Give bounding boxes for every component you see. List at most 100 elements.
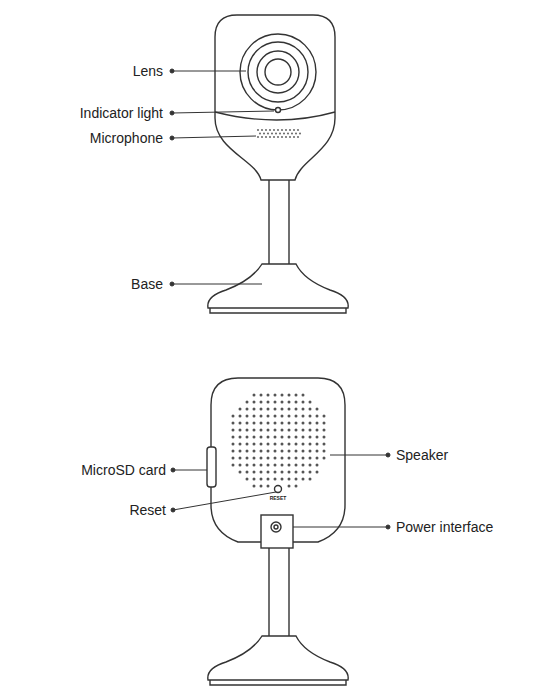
speaker-hole bbox=[309, 429, 312, 432]
speaker-hole bbox=[274, 415, 277, 418]
speaker-hole bbox=[246, 471, 249, 474]
speaker-hole bbox=[295, 478, 298, 481]
speaker-hole bbox=[295, 471, 298, 474]
speaker-hole bbox=[239, 443, 242, 446]
speaker-hole bbox=[267, 457, 270, 460]
mic-hole bbox=[281, 129, 283, 131]
speaker-hole bbox=[309, 450, 312, 453]
speaker-hole bbox=[288, 429, 291, 432]
mic-hole bbox=[279, 133, 281, 135]
speaker-hole bbox=[274, 394, 277, 397]
speaker-hole bbox=[246, 457, 249, 460]
mic-hole bbox=[267, 133, 269, 135]
speaker-hole bbox=[309, 422, 312, 425]
speaker-hole bbox=[232, 450, 235, 453]
leader-line bbox=[173, 470, 207, 471]
speaker-hole bbox=[309, 415, 312, 418]
speaker-hole bbox=[302, 436, 305, 439]
speaker-hole bbox=[281, 422, 284, 425]
speaker-hole bbox=[295, 464, 298, 467]
speaker-hole bbox=[274, 464, 277, 467]
leader-line bbox=[172, 136, 256, 138]
base-foot bbox=[210, 680, 346, 685]
speaker-hole bbox=[302, 457, 305, 460]
speaker-hole bbox=[253, 457, 256, 460]
speaker-hole bbox=[253, 436, 256, 439]
mic-hole bbox=[293, 136, 295, 138]
face-edge bbox=[215, 112, 335, 120]
speaker-hole bbox=[295, 429, 298, 432]
speaker-hole bbox=[239, 436, 242, 439]
speaker-hole bbox=[288, 457, 291, 460]
speaker-hole bbox=[232, 464, 235, 467]
speaker-hole bbox=[316, 443, 319, 446]
speaker-hole bbox=[316, 457, 319, 460]
speaker-hole bbox=[288, 478, 291, 481]
leader-line bbox=[330, 455, 388, 456]
leader-dot bbox=[386, 453, 390, 457]
speaker-hole bbox=[274, 450, 277, 453]
speaker-hole bbox=[288, 401, 291, 404]
mic-hole bbox=[273, 136, 275, 138]
leader-dot bbox=[171, 468, 175, 472]
speaker-hole bbox=[302, 429, 305, 432]
camera-stem bbox=[269, 545, 289, 639]
speaker-hole bbox=[309, 443, 312, 446]
mic-hole bbox=[261, 129, 263, 131]
mic-hole bbox=[289, 129, 291, 131]
speaker-hole bbox=[274, 429, 277, 432]
speaker-hole bbox=[302, 415, 305, 418]
speaker-hole bbox=[323, 450, 326, 453]
speaker-hole bbox=[288, 443, 291, 446]
speaker-hole bbox=[309, 457, 312, 460]
mic-hole bbox=[285, 129, 287, 131]
speaker-hole bbox=[260, 450, 263, 453]
speaker-hole bbox=[281, 429, 284, 432]
mic-hole bbox=[261, 136, 263, 138]
speaker-hole bbox=[267, 450, 270, 453]
speaker-hole bbox=[239, 464, 242, 467]
speaker-hole bbox=[295, 485, 298, 488]
mic-hole bbox=[297, 136, 299, 138]
speaker-hole bbox=[309, 478, 312, 481]
speaker-hole bbox=[246, 422, 249, 425]
leader-line bbox=[172, 284, 262, 285]
microsd-slot bbox=[207, 447, 216, 487]
mic-hole bbox=[269, 136, 271, 138]
speaker-hole bbox=[260, 429, 263, 432]
mic-hole bbox=[289, 136, 291, 138]
speaker-hole bbox=[288, 436, 291, 439]
speaker-hole bbox=[253, 478, 256, 481]
speaker-hole bbox=[253, 443, 256, 446]
speaker-hole bbox=[253, 450, 256, 453]
reset-hole bbox=[275, 486, 282, 493]
camera-stem bbox=[269, 176, 289, 268]
mic-hole bbox=[297, 129, 299, 131]
leader-line bbox=[172, 71, 246, 72]
speaker-hole bbox=[288, 485, 291, 488]
mic-hole bbox=[291, 133, 293, 135]
speaker-hole bbox=[260, 394, 263, 397]
mic-hole bbox=[295, 133, 297, 135]
base-foot bbox=[210, 308, 346, 313]
speaker-hole bbox=[288, 471, 291, 474]
mic-hole bbox=[285, 136, 287, 138]
speaker-hole bbox=[281, 457, 284, 460]
speaker-hole bbox=[246, 408, 249, 411]
speaker-hole bbox=[260, 464, 263, 467]
speaker-hole bbox=[281, 401, 284, 404]
speaker-hole bbox=[239, 471, 242, 474]
speaker-hole bbox=[267, 422, 270, 425]
speaker-hole bbox=[274, 408, 277, 411]
speaker-hole bbox=[267, 401, 270, 404]
speaker-hole bbox=[316, 464, 319, 467]
mic-hole bbox=[277, 136, 279, 138]
speaker-hole bbox=[288, 408, 291, 411]
leader-dot bbox=[170, 111, 174, 115]
leader-line bbox=[293, 527, 388, 528]
part-label: Base bbox=[131, 275, 163, 293]
speaker-hole bbox=[253, 415, 256, 418]
speaker-hole bbox=[281, 471, 284, 474]
speaker-hole bbox=[316, 429, 319, 432]
